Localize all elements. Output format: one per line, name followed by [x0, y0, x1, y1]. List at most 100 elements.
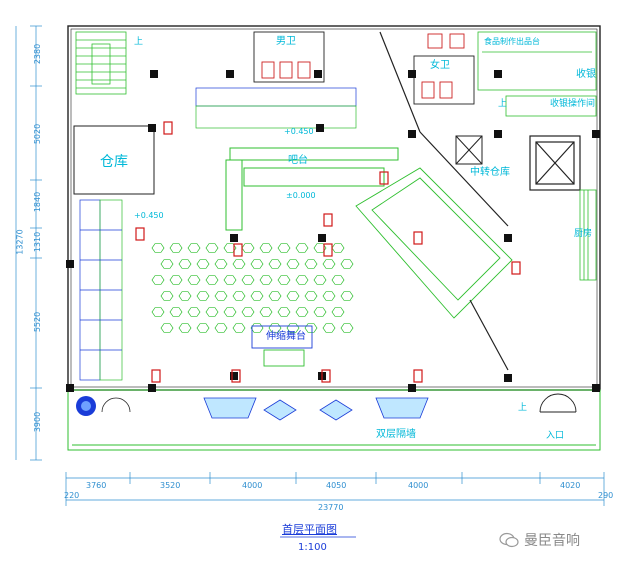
- top-booths: [195, 87, 357, 129]
- column-symbol: [148, 384, 156, 392]
- elevator-shaft: [529, 135, 581, 191]
- column-symbol: [592, 384, 600, 392]
- column-symbol: [504, 374, 512, 382]
- table-symbol: [205, 307, 219, 317]
- table-symbol: [295, 243, 309, 253]
- speaker-symbol: [135, 227, 145, 241]
- table-symbol: [169, 275, 183, 285]
- label-dance-floor: 伸缩舞台: [266, 331, 306, 342]
- dim-left: 5520: [33, 311, 43, 333]
- table-symbol: [277, 307, 291, 317]
- column-symbol: [230, 372, 238, 380]
- label-up-2: 上: [498, 99, 508, 109]
- table-symbol: [232, 259, 246, 269]
- drawing-title: 首层平面图: [282, 523, 337, 536]
- male-toilet-block: [253, 31, 325, 83]
- dim-bottom: 4020: [560, 481, 581, 490]
- table-symbol: [286, 259, 300, 269]
- label-female-toilet: 女卫: [430, 60, 450, 71]
- label-bar: 吧台: [288, 155, 308, 166]
- door-arcs-front: [101, 397, 131, 413]
- table-symbol: [223, 243, 237, 253]
- column-symbol: [148, 124, 156, 132]
- table-symbol: [151, 243, 165, 253]
- front-glass-wall: [67, 389, 601, 451]
- column-symbol: [314, 70, 322, 78]
- elevation-marker: ±0.000: [286, 191, 316, 200]
- column-symbol: [66, 384, 74, 392]
- table-symbol: [286, 291, 300, 301]
- column-symbol: [318, 234, 326, 242]
- table-symbol: [250, 291, 264, 301]
- dim-left: 5020: [33, 123, 43, 145]
- dimension-lines: [15, 25, 605, 538]
- table-symbol: [259, 307, 273, 317]
- speaker-symbol: [413, 369, 423, 383]
- table-symbol: [331, 275, 345, 285]
- dim-left: 2380: [33, 43, 43, 65]
- label-kitchen: 厨房: [574, 229, 593, 239]
- dim-left-total: 13270: [15, 229, 25, 255]
- elevation-marker: +0.450: [134, 211, 164, 220]
- kitchen-area: [477, 31, 597, 117]
- speaker-markers: [135, 121, 521, 383]
- speaker-symbol: [231, 369, 241, 383]
- label-male-toilet: 男卫: [276, 36, 296, 47]
- table-symbol: [232, 291, 246, 301]
- speaker-symbol: [323, 213, 333, 227]
- dim-bottom: 3760: [86, 481, 107, 490]
- table-symbol: [214, 323, 228, 333]
- speaker-symbol: [321, 369, 331, 383]
- table-symbol: [340, 323, 354, 333]
- label-storage: 仓库: [100, 154, 128, 170]
- table-symbol: [169, 243, 183, 253]
- table-symbol: [160, 259, 174, 269]
- table-symbol: [151, 307, 165, 317]
- table-symbol: [196, 323, 210, 333]
- table-symbol: [187, 243, 201, 253]
- table-symbol: [187, 307, 201, 317]
- table-symbol: [205, 243, 219, 253]
- diagonal-wall: [379, 31, 509, 371]
- column-symbol: [494, 70, 502, 78]
- table-symbol: [268, 323, 282, 333]
- table-symbol: [160, 291, 174, 301]
- table-symbol: [259, 275, 273, 285]
- structural-columns: [66, 70, 600, 392]
- speaker-symbol: [413, 231, 423, 245]
- kitchen-equipment: [579, 189, 597, 281]
- table-symbol: [340, 291, 354, 301]
- speaker-symbol: [379, 171, 389, 185]
- column-symbol: [230, 234, 238, 242]
- table-symbol: [205, 275, 219, 285]
- table-symbol: [241, 307, 255, 317]
- table-symbol: [313, 275, 327, 285]
- table-symbol: [322, 323, 336, 333]
- column-symbol: [408, 384, 416, 392]
- label-workstation: 收银操作间: [550, 99, 596, 109]
- blue-fan-symbol: [76, 396, 96, 416]
- column-symbol: [316, 124, 324, 132]
- speaker-symbol: [163, 121, 173, 135]
- column-symbol: [494, 130, 502, 138]
- label-transfer-store: 中转仓库: [470, 167, 510, 178]
- dim-bottom: 3520: [160, 481, 181, 490]
- speaker-symbol: [323, 243, 333, 257]
- label-up-3: 上: [518, 403, 528, 413]
- table-symbol: [268, 259, 282, 269]
- label-entrance: 入口: [546, 431, 565, 441]
- storage-room: [73, 125, 155, 195]
- speaker-symbol: [511, 261, 521, 275]
- dim-left: 3900: [33, 411, 43, 433]
- table-symbol: [178, 323, 192, 333]
- table-symbol: [187, 275, 201, 285]
- staircase-top-left: [75, 31, 127, 95]
- table-symbol: [178, 291, 192, 301]
- dim-edge-right: 290: [598, 491, 614, 500]
- column-symbol: [504, 234, 512, 242]
- table-symbol: [295, 307, 309, 317]
- front-displays: [203, 397, 429, 421]
- column-symbol: [150, 70, 158, 78]
- table-symbol: [313, 307, 327, 317]
- table-symbol: [151, 275, 165, 285]
